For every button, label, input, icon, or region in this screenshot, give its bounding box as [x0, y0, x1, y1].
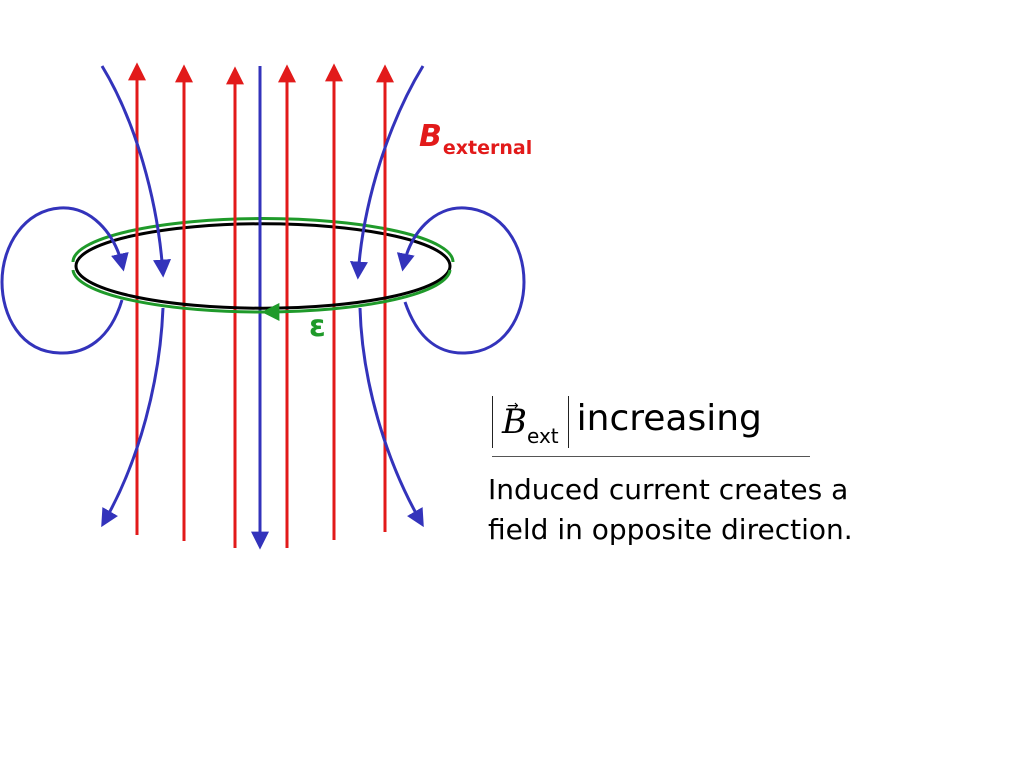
loop-back-arc — [74, 222, 452, 267]
emf-label: ε — [309, 309, 326, 344]
caption-line-1: Induced current creates a — [488, 473, 849, 506]
induced-field-line — [100, 65, 172, 278]
induced-field-line — [349, 65, 425, 280]
b-subscript: external — [442, 137, 533, 159]
magnitude-bars: → Bext — [492, 396, 569, 448]
b-ext-symbol: B — [502, 402, 527, 442]
caption-line-2: field in opposite direction. — [488, 513, 853, 546]
b-ext-subscript: ext — [527, 424, 559, 448]
loop-back-arc-green — [71, 217, 455, 263]
increasing-word: increasing — [576, 398, 762, 439]
b-external-label: Bexternal — [419, 119, 532, 158]
induced-field-line — [101, 307, 165, 528]
loop-front-arc-green — [261, 269, 452, 321]
loop-front-arc — [74, 265, 452, 310]
induced-field-line — [358, 307, 424, 528]
b-symbol: B — [419, 119, 442, 154]
induced-field-loop-left — [0, 206, 129, 355]
induced-field-lines — [0, 65, 526, 550]
induced-field-loop-right — [396, 206, 526, 355]
loop-front-arc-green-2 — [71, 269, 269, 314]
vector-arrow: → — [507, 398, 519, 414]
equation: → Bext increasing — [492, 396, 810, 457]
caption: Induced current creates a field in oppos… — [488, 470, 853, 550]
